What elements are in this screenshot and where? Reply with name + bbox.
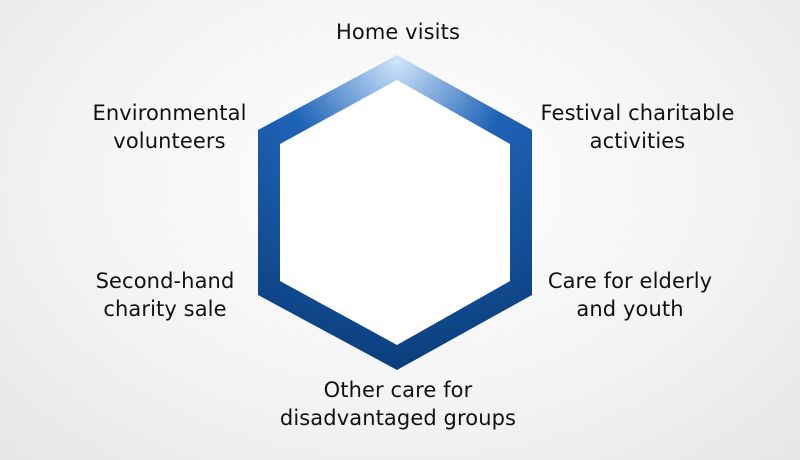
label-line: Second-hand (95, 269, 235, 293)
label-second-hand-charity-sale: Second-hand charity sale (80, 267, 250, 323)
label-line: charity sale (103, 297, 227, 321)
hexagon-inner (280, 80, 510, 345)
label-line: and youth (576, 297, 684, 321)
label-line: Care for elderly (547, 269, 713, 293)
label-line: Other care for (323, 378, 473, 402)
label-line: disadvantaged groups (279, 406, 517, 430)
label-home-visits: Home visits (300, 18, 496, 46)
label-line: volunteers (113, 129, 226, 153)
label-environmental-volunteers: Environmental volunteers (72, 99, 267, 155)
label-line: activities (589, 129, 686, 153)
label-other-care-for-disadvantaged-groups: Other care for disadvantaged groups (258, 376, 538, 432)
label-line: Festival charitable (540, 101, 735, 125)
label-festival-charitable-activities: Festival charitable activities (530, 99, 745, 155)
label-line: Home visits (335, 20, 460, 44)
label-care-for-elderly-and-youth: Care for elderly and youth (535, 267, 725, 323)
label-line: Environmental (92, 101, 247, 125)
